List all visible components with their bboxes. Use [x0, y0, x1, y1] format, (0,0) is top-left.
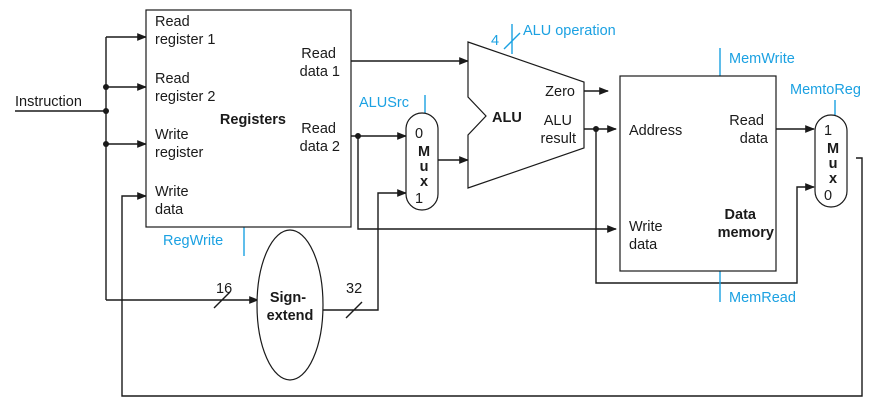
wire-alu-bypass — [595, 129, 815, 284]
alu-result-label: ALU result — [541, 113, 576, 147]
width-label-32: 32 — [346, 281, 362, 297]
mem-to-reg-mux-letter: x — [829, 171, 837, 187]
wire-sign-extend-out — [322, 189, 407, 311]
junction-dot — [103, 141, 109, 147]
read-data-2-label: Read data 2 — [300, 121, 340, 155]
sign-extend-ellipse — [256, 229, 324, 381]
alu-src-mux-letter: u — [420, 159, 429, 175]
reg-write-label: RegWrite — [163, 233, 223, 249]
mem-to-reg-mux-input-1: 1 — [824, 123, 832, 139]
write-register-label: Write register — [155, 127, 204, 161]
mem-to-reg-mux-letter: u — [829, 156, 838, 172]
alu-zero-label: Zero — [545, 84, 575, 100]
alu-op-slash — [503, 32, 521, 50]
wire-to-mem-write-data — [357, 136, 617, 233]
data-memory-block: Address Read data Write data Data memory… — [619, 51, 796, 306]
width-slash-16 — [213, 291, 231, 309]
alu-block: ALU Zero ALU result 4 ALU operation — [467, 23, 616, 189]
alu-operation-label: ALU operation — [523, 23, 616, 39]
registers-box — [145, 9, 352, 228]
mem-write-data-label: Write data — [629, 219, 667, 253]
junction-dot — [103, 84, 109, 90]
control-lines — [243, 24, 836, 302]
width-label-16: 16 — [216, 281, 232, 297]
junction-dot — [103, 108, 109, 114]
alu-op-width: 4 — [491, 33, 499, 49]
mem-to-reg-mux: 1 M u x 0 MemtoReg — [790, 82, 861, 208]
mem-to-reg-label: MemtoReg — [790, 82, 861, 98]
junction-dot — [593, 126, 599, 132]
registers-title: Registers — [220, 112, 286, 128]
alu-src-mux-letter: x — [420, 174, 428, 190]
datapath-wires — [15, 33, 863, 397]
alu-title: ALU — [492, 110, 522, 126]
instruction-label: Instruction — [15, 94, 82, 110]
mem-read-label: MemRead — [729, 290, 796, 306]
alu-src-mux-letter: M — [418, 144, 430, 160]
address-label: Address — [629, 123, 682, 139]
mem-read-data-label: Read data — [729, 113, 769, 147]
alu-src-mux-input-1: 1 — [415, 191, 423, 207]
read-register-2-label: Read register 2 — [155, 71, 215, 105]
mem-to-reg-mux-letter: M — [827, 141, 839, 157]
sign-extend-block: Sign- extend 16 32 — [216, 229, 362, 381]
mem-write-label: MemWrite — [729, 51, 795, 67]
wire-writeback — [121, 157, 863, 397]
mem-to-reg-mux-body — [814, 114, 848, 208]
alu-src-mux-body — [405, 112, 439, 211]
data-memory-title: Data memory — [718, 207, 774, 241]
alu-src-mux: 0 M u x 1 ALUSrc — [359, 95, 439, 211]
alu-src-mux-input-0: 0 — [415, 126, 423, 142]
data-memory-box — [619, 75, 777, 272]
read-register-1-label: Read register 1 — [155, 14, 215, 48]
alu-src-label: ALUSrc — [359, 95, 409, 111]
read-data-1-label: Read data 1 — [300, 46, 340, 80]
junction-dot — [355, 133, 361, 139]
registers-block: Read register 1 Read register 2 Write re… — [145, 9, 352, 228]
width-slash-32 — [345, 301, 363, 319]
alu-shape — [467, 41, 585, 189]
sign-extend-label: Sign- extend — [267, 290, 314, 324]
write-data-label: Write data — [155, 184, 193, 218]
mem-to-reg-mux-input-0: 0 — [824, 188, 832, 204]
